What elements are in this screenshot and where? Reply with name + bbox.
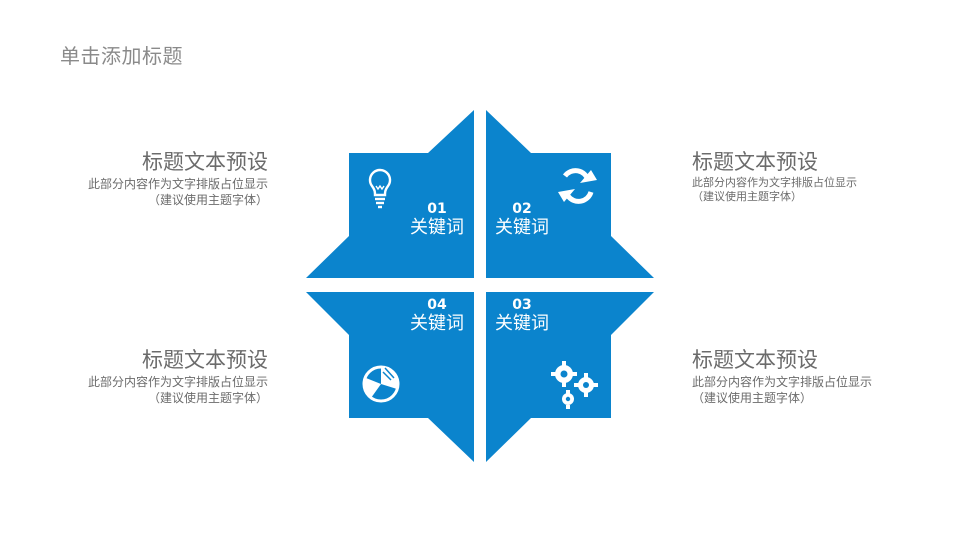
gears-icon (551, 361, 598, 409)
block-heading[interactable]: 标题文本预设 (142, 348, 268, 372)
block-body[interactable]: 此部分内容作为文字排版占位显示 (87, 177, 268, 191)
block-heading[interactable]: 标题文本预设 (142, 150, 268, 174)
quadrant-03-keyword: 关键词 (495, 313, 549, 334)
block-note[interactable]: （建议使用主题字体） (692, 391, 813, 405)
quadrant-04-number: 04 (427, 297, 447, 313)
block-body[interactable]: 此部分内容作为文字排版占位显示 (692, 375, 873, 389)
block-note[interactable]: （建议使用主题字体） (692, 190, 802, 203)
block-heading[interactable]: 标题文本预设 (692, 348, 818, 372)
quadrant-04-keyword: 关键词 (410, 313, 464, 334)
quadrant-01-keyword: 关键词 (410, 217, 464, 238)
quadrant-02-number: 02 (512, 201, 532, 217)
quadrant-01-number: 01 (427, 201, 447, 217)
block-note[interactable]: （建议使用主题字体） (147, 391, 268, 405)
text-block-bottom-right: 标题文本预设 此部分内容作为文字排版占位显示 （建议使用主题字体） (692, 346, 902, 406)
slide-title[interactable]: 单击添加标题 (60, 44, 183, 68)
block-note[interactable]: （建议使用主题字体） (147, 193, 268, 207)
block-heading[interactable]: 标题文本预设 (692, 150, 818, 174)
block-body[interactable]: 此部分内容作为文字排版占位显示 (692, 176, 857, 189)
pie-chart-icon (362, 365, 400, 403)
lightbulb-icon (368, 168, 392, 209)
quadrant-03-number: 03 (512, 297, 532, 313)
block-body[interactable]: 此部分内容作为文字排版占位显示 (87, 375, 268, 389)
quadrant-01-shape[interactable] (306, 110, 474, 278)
refresh-arrowheads (558, 170, 597, 202)
text-block-top-right: 标题文本预设 此部分内容作为文字排版占位显示 （建议使用主题字体） (692, 148, 902, 205)
quadrant-02-keyword: 关键词 (495, 217, 549, 238)
text-block-top-left: 标题文本预设 此部分内容作为文字排版占位显示 （建议使用主题字体） (58, 148, 268, 208)
text-block-bottom-left: 标题文本预设 此部分内容作为文字排版占位显示 （建议使用主题字体） (58, 346, 268, 406)
